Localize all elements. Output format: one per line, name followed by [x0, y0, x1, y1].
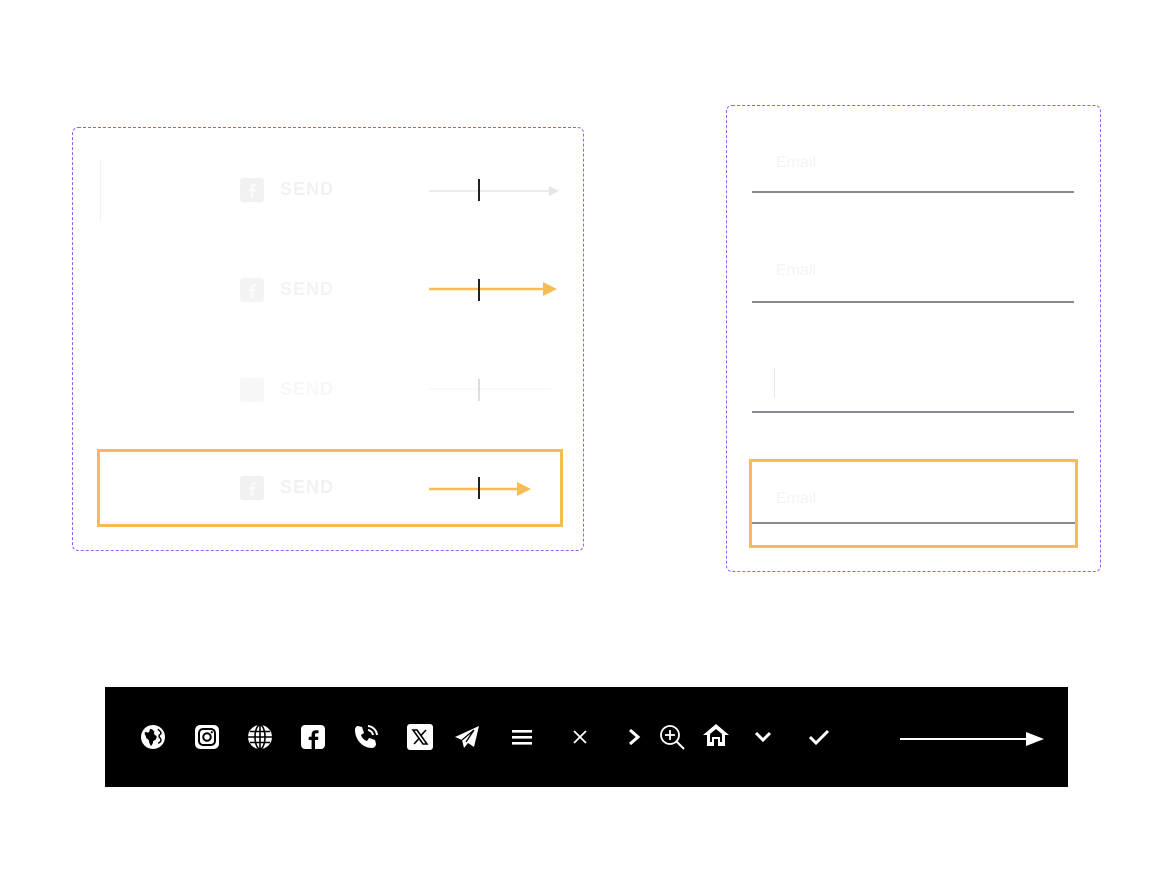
button-variants-frame: SEND SEND SEND SEND — [72, 127, 584, 551]
globe-icon[interactable] — [139, 723, 167, 751]
chevron-right-icon[interactable] — [620, 723, 648, 751]
phone-icon[interactable] — [352, 723, 380, 751]
send-button-label: SEND — [280, 477, 335, 497]
input-variants-frame: Email Email Email — [726, 105, 1101, 572]
arrow-right-icon — [429, 482, 531, 496]
text-cursor — [478, 477, 480, 499]
send-button-hover[interactable]: SEND — [97, 252, 563, 328]
text-cursor — [478, 279, 480, 301]
instagram-icon[interactable] — [193, 723, 221, 751]
send-button-label: SEND — [280, 279, 335, 299]
email-placeholder: Email — [776, 154, 817, 171]
send-button-label: SEND — [280, 379, 335, 399]
input-underline — [752, 522, 1075, 524]
input-underline — [752, 191, 1074, 193]
send-button-default[interactable]: SEND — [97, 152, 563, 228]
send-button-label: SEND — [280, 179, 335, 199]
arrow-right-icon — [429, 388, 551, 390]
email-placeholder: Email — [776, 262, 817, 279]
close-icon[interactable] — [566, 723, 594, 751]
arrow-right-icon — [429, 186, 559, 196]
menu-icon[interactable] — [508, 723, 536, 751]
icon-toolbar — [105, 687, 1068, 787]
text-cursor — [774, 368, 775, 398]
web-icon[interactable] — [246, 723, 274, 751]
x-icon[interactable] — [406, 723, 434, 751]
home-icon[interactable] — [702, 721, 730, 749]
send-icon[interactable] — [453, 723, 481, 751]
email-placeholder: Email — [776, 490, 817, 507]
zoom-in-icon[interactable] — [658, 723, 686, 751]
email-field-hover[interactable]: Email — [752, 214, 1074, 303]
email-field-typing[interactable] — [752, 324, 1074, 413]
input-underline — [752, 411, 1074, 413]
facebook-icon — [240, 378, 264, 402]
facebook-icon[interactable] — [299, 723, 327, 751]
email-field-default[interactable]: Email — [752, 106, 1074, 193]
arrow-right-icon — [429, 282, 557, 296]
text-cursor — [478, 379, 480, 401]
input-underline — [752, 301, 1074, 303]
send-button-disabled[interactable]: SEND — [97, 352, 563, 428]
email-field-focused[interactable]: Email — [749, 459, 1078, 548]
chevron-down-icon[interactable] — [749, 723, 777, 751]
facebook-icon — [240, 278, 264, 302]
arrow-right-icon[interactable] — [898, 728, 1046, 750]
facebook-icon — [240, 476, 264, 500]
text-cursor — [478, 179, 480, 201]
guide-line — [100, 160, 101, 222]
send-button-focused[interactable]: SEND — [97, 449, 563, 527]
check-icon[interactable] — [805, 723, 833, 751]
facebook-icon — [240, 178, 264, 202]
